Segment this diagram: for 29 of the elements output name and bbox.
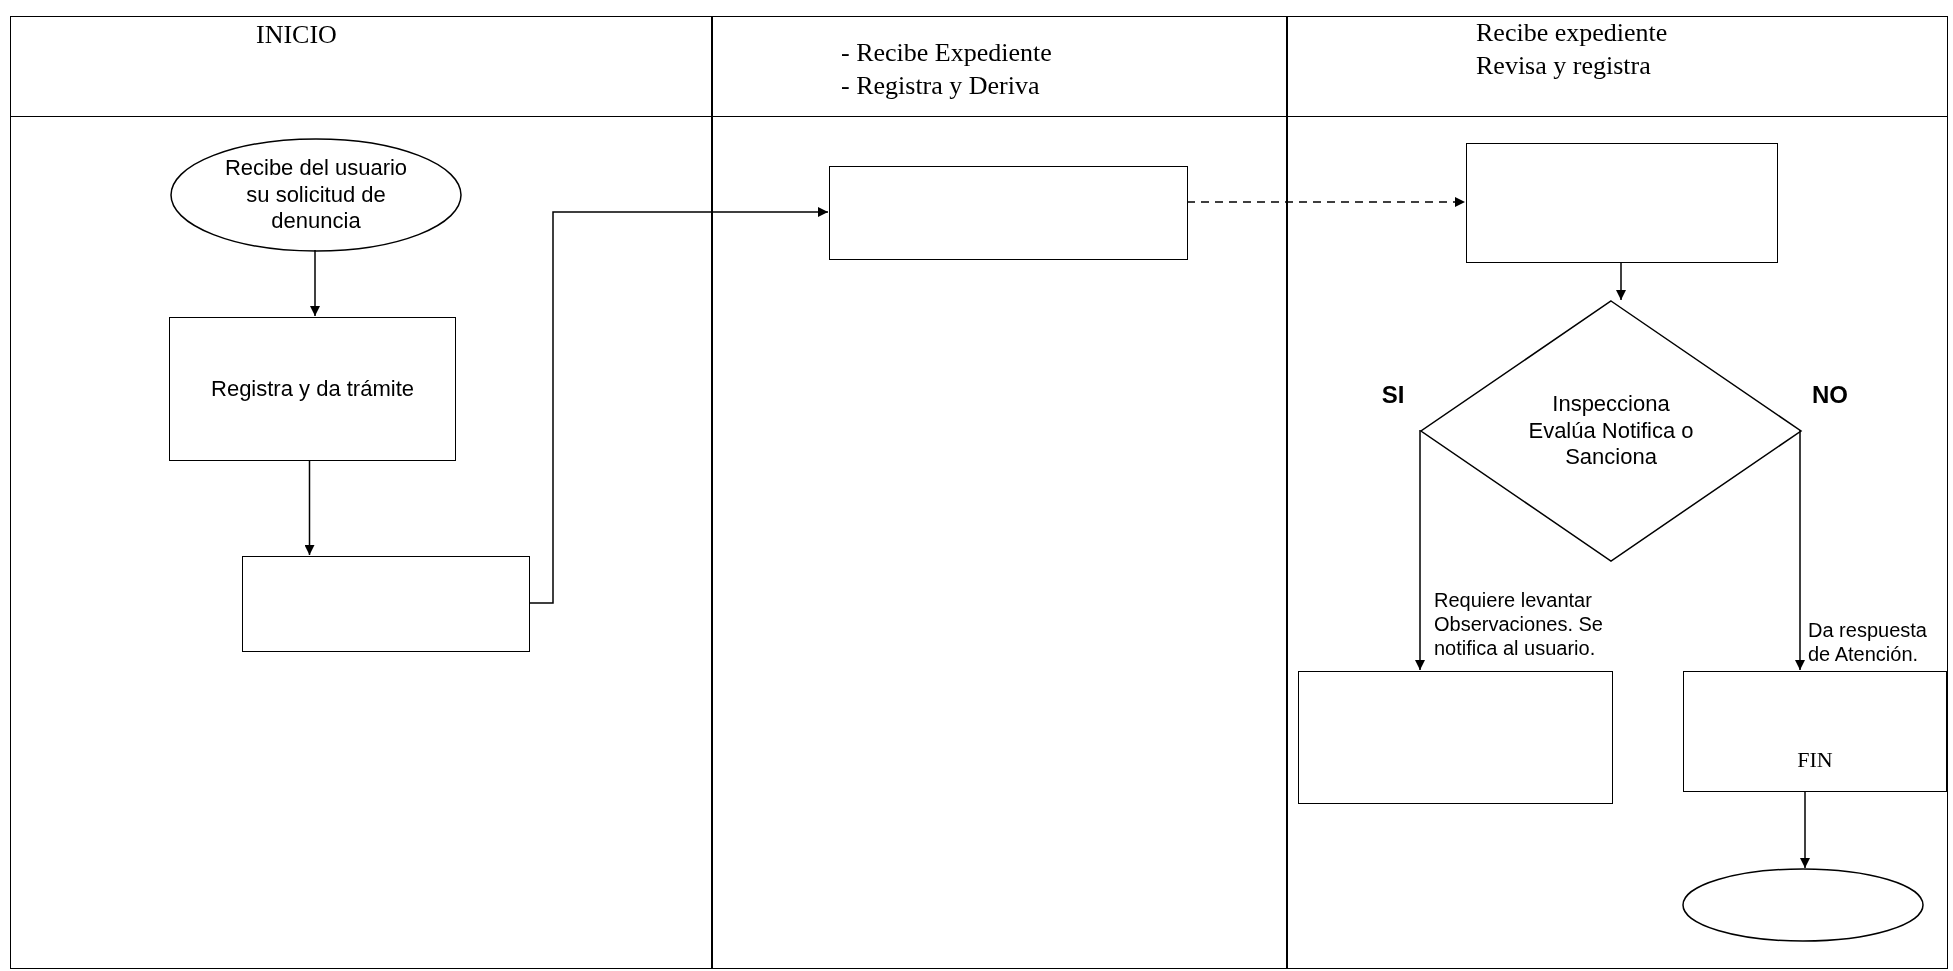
branch-note: Requiere levantar Observaciones. Se notifica al usuario. (1434, 588, 1604, 660)
lane-heading: - Registra y Deriva (841, 72, 1040, 100)
lane-heading: INICIO (256, 21, 337, 49)
arrow (1186, 197, 1466, 207)
node-text: FIN (1797, 746, 1833, 773)
lane-heading: Revisa y registra (1476, 52, 1651, 80)
arrow (304, 459, 315, 556)
arrow (528, 207, 829, 604)
arrow (1795, 429, 1805, 671)
arrow (1800, 790, 1810, 869)
process-box (1466, 143, 1778, 263)
swimlane (10, 16, 712, 969)
process-box (169, 317, 456, 461)
swimlane (712, 16, 1287, 969)
process-box (829, 166, 1188, 260)
branch-note: Da respuesta de Atención. (1808, 618, 1928, 666)
node-text: Recibe del usuario su solicitud de denuncia (223, 155, 409, 235)
arrow (1616, 261, 1626, 301)
lane-heading: - Recibe Expediente (841, 39, 1052, 67)
terminal-ellipse (171, 139, 461, 251)
arrow (310, 249, 320, 317)
process-box (242, 556, 530, 652)
node-text: Inspecciona Evalúa Notifica o Sanciona (1527, 391, 1695, 471)
swimlane (1287, 16, 1948, 969)
node-text: Registra y da trámite (211, 375, 414, 403)
terminal-ellipse (1683, 869, 1923, 941)
decision-diamond (1421, 301, 1801, 561)
arrow (1415, 429, 1425, 671)
lane-heading: Recibe expediente (1476, 19, 1668, 47)
